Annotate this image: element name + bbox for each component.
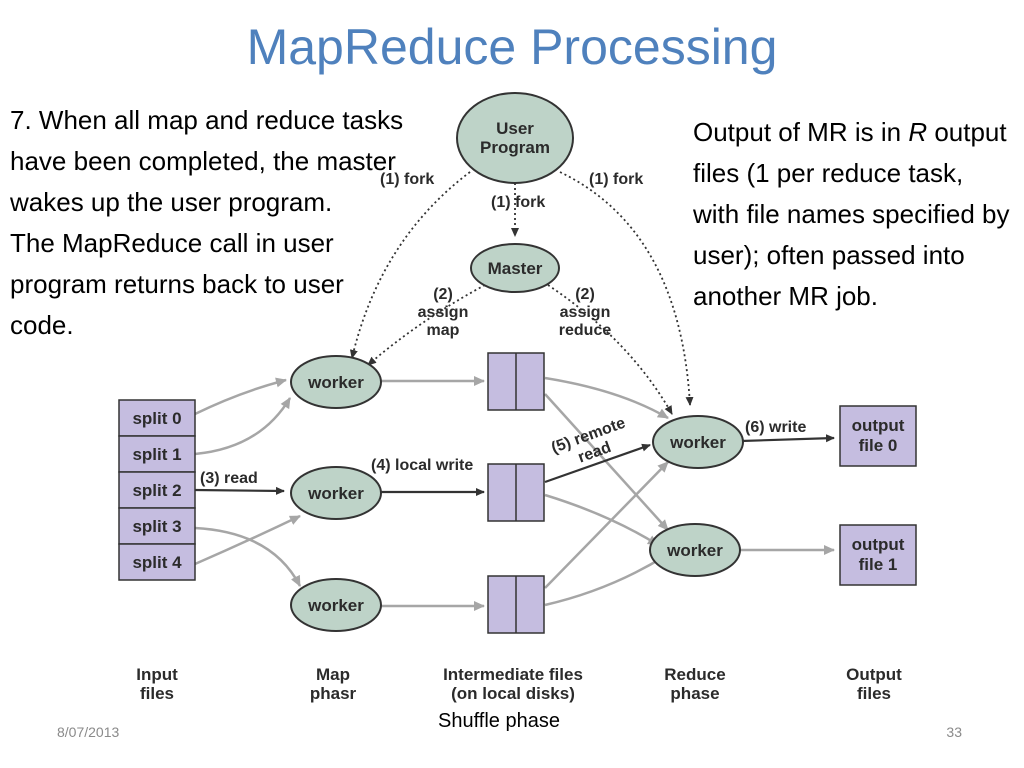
data-flow-arrows	[194, 434, 835, 496]
intermediate-file	[487, 575, 545, 634]
return-paragraph: The MapReduce call in user program retur…	[10, 228, 344, 340]
stage-input-line-1: Input	[136, 665, 178, 684]
stage-input-line-2: files	[140, 684, 174, 703]
assign-map-label-line-2: assign	[418, 304, 469, 321]
reduce-worker-label: worker	[669, 433, 726, 452]
user-program-node: User Program	[456, 92, 574, 184]
split-to-map-arrows	[194, 377, 302, 587]
map-worker-label: worker	[307, 373, 364, 392]
output-count-variable: R	[908, 117, 928, 147]
slide-title: MapReduce Processing	[246, 19, 778, 75]
local-write-label: (4) local write	[371, 457, 473, 474]
stage-map-line-2: phasr	[310, 684, 357, 703]
output-file-0-label-line-2: file 0	[859, 436, 898, 455]
map-worker-node: worker	[290, 355, 382, 409]
output-description-end: output files (1 per reduce task, with fi…	[693, 117, 1010, 311]
output-file-1-label-line-1: output	[852, 535, 905, 554]
fork-label-middle: (1) fork	[491, 194, 545, 211]
stage-map-line-1: Map	[316, 665, 350, 684]
map-worker-node: worker	[290, 578, 382, 632]
slide-number: 33	[946, 724, 962, 740]
output-description-start: Output of MR is in	[693, 117, 909, 147]
user-program-label-line-2: Program	[480, 138, 550, 157]
split-label: split 0	[132, 409, 181, 428]
split-label: split 1	[132, 445, 181, 464]
split-label: split 4	[132, 553, 182, 572]
map-worker-label: worker	[307, 596, 364, 615]
user-program-label-line-1: User	[496, 119, 534, 138]
split-label: split 3	[132, 517, 181, 536]
assign-reduce-label-line-2: assign	[560, 304, 611, 321]
map-to-intermediate-arrows	[369, 376, 485, 611]
fork-label-left: (1) fork	[380, 171, 434, 188]
output-file-1: output file 1	[839, 524, 917, 586]
output-file-0: output file 0	[839, 405, 917, 467]
control-arrows	[349, 171, 694, 415]
input-splits: split 0 split 1 split 2 split 3 split 4	[118, 399, 196, 581]
intermediate-file	[487, 463, 545, 522]
fork-label-right: (1) fork	[589, 171, 643, 188]
assign-reduce-label-line-3: reduce	[559, 322, 612, 339]
map-worker-label: worker	[307, 484, 364, 503]
stage-intermediate-line-2: (on local disks)	[451, 684, 575, 703]
stage-intermediate-line-1: Intermediate files	[443, 665, 583, 684]
assign-reduce-label-line-1: (2)	[575, 286, 595, 303]
footer-date: 8/07/2013	[57, 724, 120, 740]
completion-paragraph: 7. When all map and reduce tasks have be…	[10, 105, 404, 217]
stage-reduce-line-2: phase	[670, 684, 719, 703]
split-label: split 2	[132, 481, 181, 500]
stage-reduce-line-1: Reduce	[664, 665, 725, 684]
write-label: (6) write	[745, 419, 806, 436]
output-file-0-label-line-1: output	[852, 416, 905, 435]
assign-map-label-line-1: (2)	[433, 286, 453, 303]
stage-output-line-2: files	[857, 684, 891, 703]
reduce-worker-node: worker	[652, 415, 744, 469]
master-node: Master	[470, 243, 560, 293]
left-text-block: 7. When all map and reduce tasks have be…	[10, 100, 405, 346]
output-file-1-label-line-2: file 1	[859, 555, 898, 574]
stage-labels: Input files Map phasr Intermediate files…	[136, 665, 902, 703]
output-description: Output of MR is in R output files (1 per…	[693, 112, 1013, 317]
read-label: (3) read	[200, 470, 258, 487]
map-worker-node: worker	[290, 466, 382, 520]
master-label: Master	[488, 259, 543, 278]
shuffle-phase-label: Shuffle phase	[438, 710, 560, 732]
intermediate-file	[487, 352, 545, 411]
shuffle-arrows	[544, 376, 669, 607]
assign-map-label-line-3: map	[427, 322, 460, 339]
stage-output-line-1: Output	[846, 665, 902, 684]
reduce-worker-label: worker	[666, 541, 723, 560]
reduce-worker-node: worker	[649, 523, 741, 577]
